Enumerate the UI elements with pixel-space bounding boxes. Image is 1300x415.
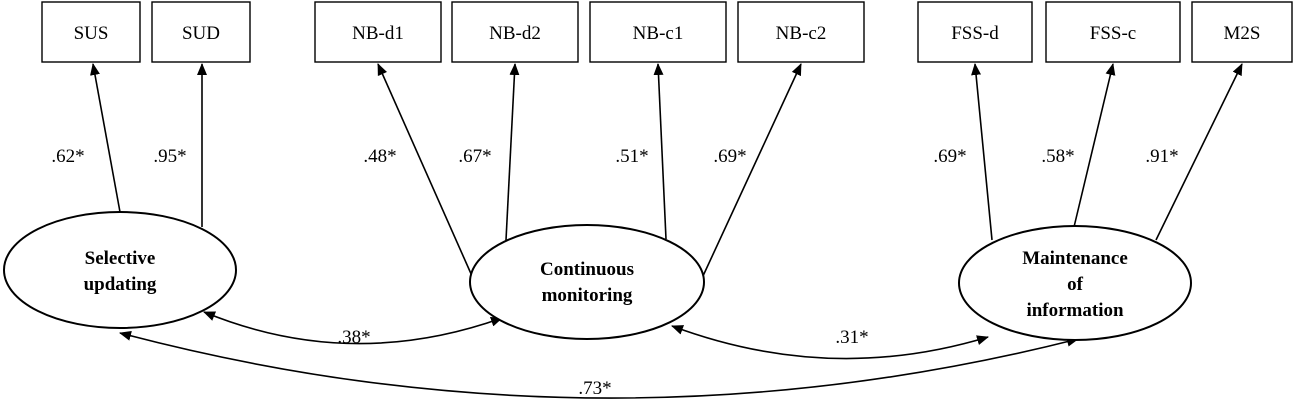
loading-label-nb-c2: .69*	[713, 146, 746, 167]
loading-label-fss-d: .69*	[933, 146, 966, 167]
loading-arrow-fss-c	[1073, 63, 1116, 228]
indicator-box-nb-d1: NB-d1	[314, 1, 442, 63]
factor-label-line: Maintenance	[1022, 248, 1128, 269]
indicator-label-nb-d2: NB-d2	[489, 23, 541, 44]
loading-label-nb-d1: .48*	[363, 146, 396, 167]
loading-arrow-nb-d2	[505, 63, 520, 241]
indicator-box-nb-c2: NB-c2	[737, 1, 865, 63]
indicator-label-sus: SUS	[74, 23, 109, 44]
loading-arrow-nb-d1	[377, 63, 473, 277]
factor-label-line: Continuous	[540, 259, 634, 280]
indicator-label-nb-c1: NB-c1	[633, 23, 684, 44]
indicator-label-sud: SUD	[182, 23, 220, 44]
factor-label-line: information	[1026, 300, 1124, 321]
loading-arrow-m2s	[1155, 63, 1243, 241]
loading-label-nb-d2: .67*	[458, 146, 491, 167]
indicator-box-nb-c1: NB-c1	[589, 1, 727, 63]
correlation-label-continuous-maintenance: .31*	[835, 327, 868, 348]
factor-label-line: of	[1067, 274, 1084, 295]
correlation-arrow-selective-maintenance	[119, 330, 1079, 399]
factor-maintenance-of-information: Maintenance of information	[958, 225, 1192, 341]
indicator-box-fss-c: FSS-c	[1045, 1, 1181, 63]
factor-continuous-monitoring: Continuous monitoring	[469, 224, 705, 340]
loading-arrow-sus	[90, 63, 121, 213]
indicator-box-sud: SUD	[151, 1, 251, 63]
correlation-label-selective-maintenance: .73*	[578, 378, 611, 399]
indicator-label-m2s: M2S	[1224, 23, 1261, 44]
correlation-arrow-continuous-maintenance	[671, 325, 989, 360]
indicator-box-m2s: M2S	[1191, 1, 1293, 63]
correlation-label-selective-continuous: .38*	[337, 327, 370, 348]
loading-label-m2s: .91*	[1145, 146, 1178, 167]
factor-label-line: Selective	[85, 248, 156, 269]
loading-label-nb-c1: .51*	[615, 146, 648, 167]
indicator-box-fss-d: FSS-d	[917, 1, 1033, 63]
loading-arrow-nb-c1	[653, 63, 667, 240]
indicator-box-sus: SUS	[41, 1, 141, 63]
factor-label-line: updating	[84, 274, 157, 295]
loading-label-sus: .62*	[51, 146, 84, 167]
loading-label-sud: .95*	[153, 146, 186, 167]
indicator-label-fss-d: FSS-d	[951, 23, 999, 44]
loading-arrow-fss-d	[971, 63, 993, 241]
loading-arrow-nb-c2	[702, 63, 802, 277]
factor-label-line: monitoring	[542, 285, 633, 306]
indicator-box-nb-d2: NB-d2	[451, 1, 579, 63]
indicator-label-nb-c2: NB-c2	[776, 23, 827, 44]
indicator-label-fss-c: FSS-c	[1090, 23, 1136, 44]
factor-selective-updating: Selective updating	[3, 211, 237, 329]
indicator-label-nb-d1: NB-d1	[352, 23, 404, 44]
loading-label-fss-c: .58*	[1041, 146, 1074, 167]
